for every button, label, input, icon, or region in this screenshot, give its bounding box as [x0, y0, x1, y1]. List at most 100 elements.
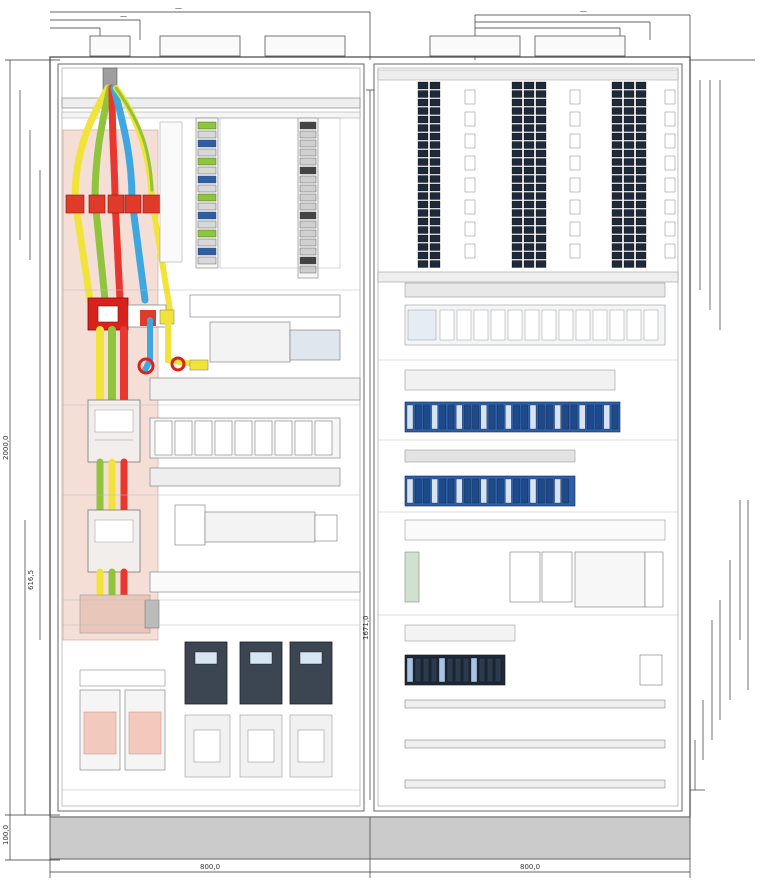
io-terminal [497, 478, 504, 504]
terminal-block [623, 251, 635, 260]
terminal-block [623, 149, 635, 158]
center-dimension-lines [366, 89, 374, 800]
relay [569, 243, 581, 259]
terminal-block [611, 81, 623, 90]
plc-module [575, 309, 591, 341]
terminal-block [429, 98, 441, 107]
breaker [214, 420, 233, 456]
io-terminal [480, 404, 487, 430]
plc-module [524, 309, 540, 341]
relay [569, 221, 581, 237]
terminal-block [611, 209, 623, 217]
terminal-block [623, 243, 635, 251]
io-terminal [538, 404, 545, 430]
dim-left-width: 800,0 [200, 863, 220, 871]
terminal-block [635, 115, 647, 124]
relay-row-1 [209, 321, 291, 363]
terminal-block [523, 149, 535, 158]
terminal-block [611, 141, 623, 149]
terminal-columns-top-right [417, 81, 676, 268]
terminal-block [429, 175, 441, 183]
terminal-block [535, 132, 547, 141]
terminal-block [417, 115, 429, 124]
terminal-block [635, 132, 647, 141]
terminal-block [511, 243, 523, 251]
terminal-block [535, 234, 547, 243]
terminal-block [611, 132, 623, 141]
left-dimension-lines [5, 59, 60, 861]
terminal-block [523, 234, 535, 243]
terminal-block [611, 260, 623, 268]
terminal-block [299, 130, 317, 139]
terminal-block [299, 175, 317, 184]
io-terminal [431, 478, 438, 504]
io-terminal [456, 478, 463, 504]
terminal-block [429, 243, 441, 251]
plc-module [558, 309, 574, 341]
breaker-row-1 [149, 377, 361, 401]
io-terminal [422, 657, 430, 683]
io-terminal [562, 478, 569, 504]
io-terminal [546, 478, 553, 504]
relay [664, 243, 676, 259]
drive-3 [289, 641, 333, 705]
terminal-block [623, 90, 635, 98]
terminal-block [635, 107, 647, 115]
terminal-block [623, 200, 635, 209]
io-terminal [438, 657, 446, 683]
dim-plinth: 100,0 [2, 825, 10, 845]
relay [464, 177, 476, 193]
relay [464, 199, 476, 215]
dim-top-right: — [580, 7, 587, 15]
io-terminal [470, 657, 478, 683]
breaker [254, 420, 273, 456]
terminal-block [623, 124, 635, 132]
terminal-block [429, 251, 441, 260]
terminal-block [523, 98, 535, 107]
dim-top-left-2: — [120, 12, 127, 20]
terminal-block [623, 81, 635, 90]
terminal-block [429, 107, 441, 115]
io-terminal [447, 478, 455, 504]
terminal-block [511, 226, 523, 234]
terminal-block [197, 175, 217, 184]
terminal-block [635, 141, 647, 149]
io-terminal [488, 404, 496, 430]
terminal-block [299, 238, 317, 247]
terminal-block [535, 115, 547, 124]
terminal-block [535, 217, 547, 226]
terminal-block [197, 202, 217, 211]
io-terminal [505, 478, 512, 504]
left-cabinet [57, 63, 365, 812]
terminal-block [197, 139, 217, 148]
io-terminal [423, 478, 430, 504]
dim-top-left: — [175, 4, 182, 12]
terminal-block [523, 209, 535, 217]
terminal-block [611, 98, 623, 107]
plc-module [626, 309, 642, 341]
terminal-block [611, 166, 623, 175]
terminal-block [511, 115, 523, 124]
io-terminal [464, 478, 471, 504]
terminal-block [511, 107, 523, 115]
plc-cpu [407, 309, 437, 341]
terminal-block [299, 166, 317, 175]
cable-lugs [65, 194, 162, 214]
power-supply-2 [574, 551, 646, 608]
relay [664, 111, 676, 127]
terminal-block [299, 184, 317, 193]
terminal-block [511, 158, 523, 166]
terminal-block [623, 217, 635, 226]
plc-module [507, 309, 523, 341]
relay [569, 199, 581, 215]
terminal-block [429, 81, 441, 90]
terminal-block [197, 211, 217, 220]
io-terminal [611, 404, 619, 430]
io-terminal [454, 657, 462, 683]
relay [464, 111, 476, 127]
terminal-block [623, 166, 635, 175]
terminal-block [197, 229, 217, 238]
terminal-block [197, 247, 217, 256]
